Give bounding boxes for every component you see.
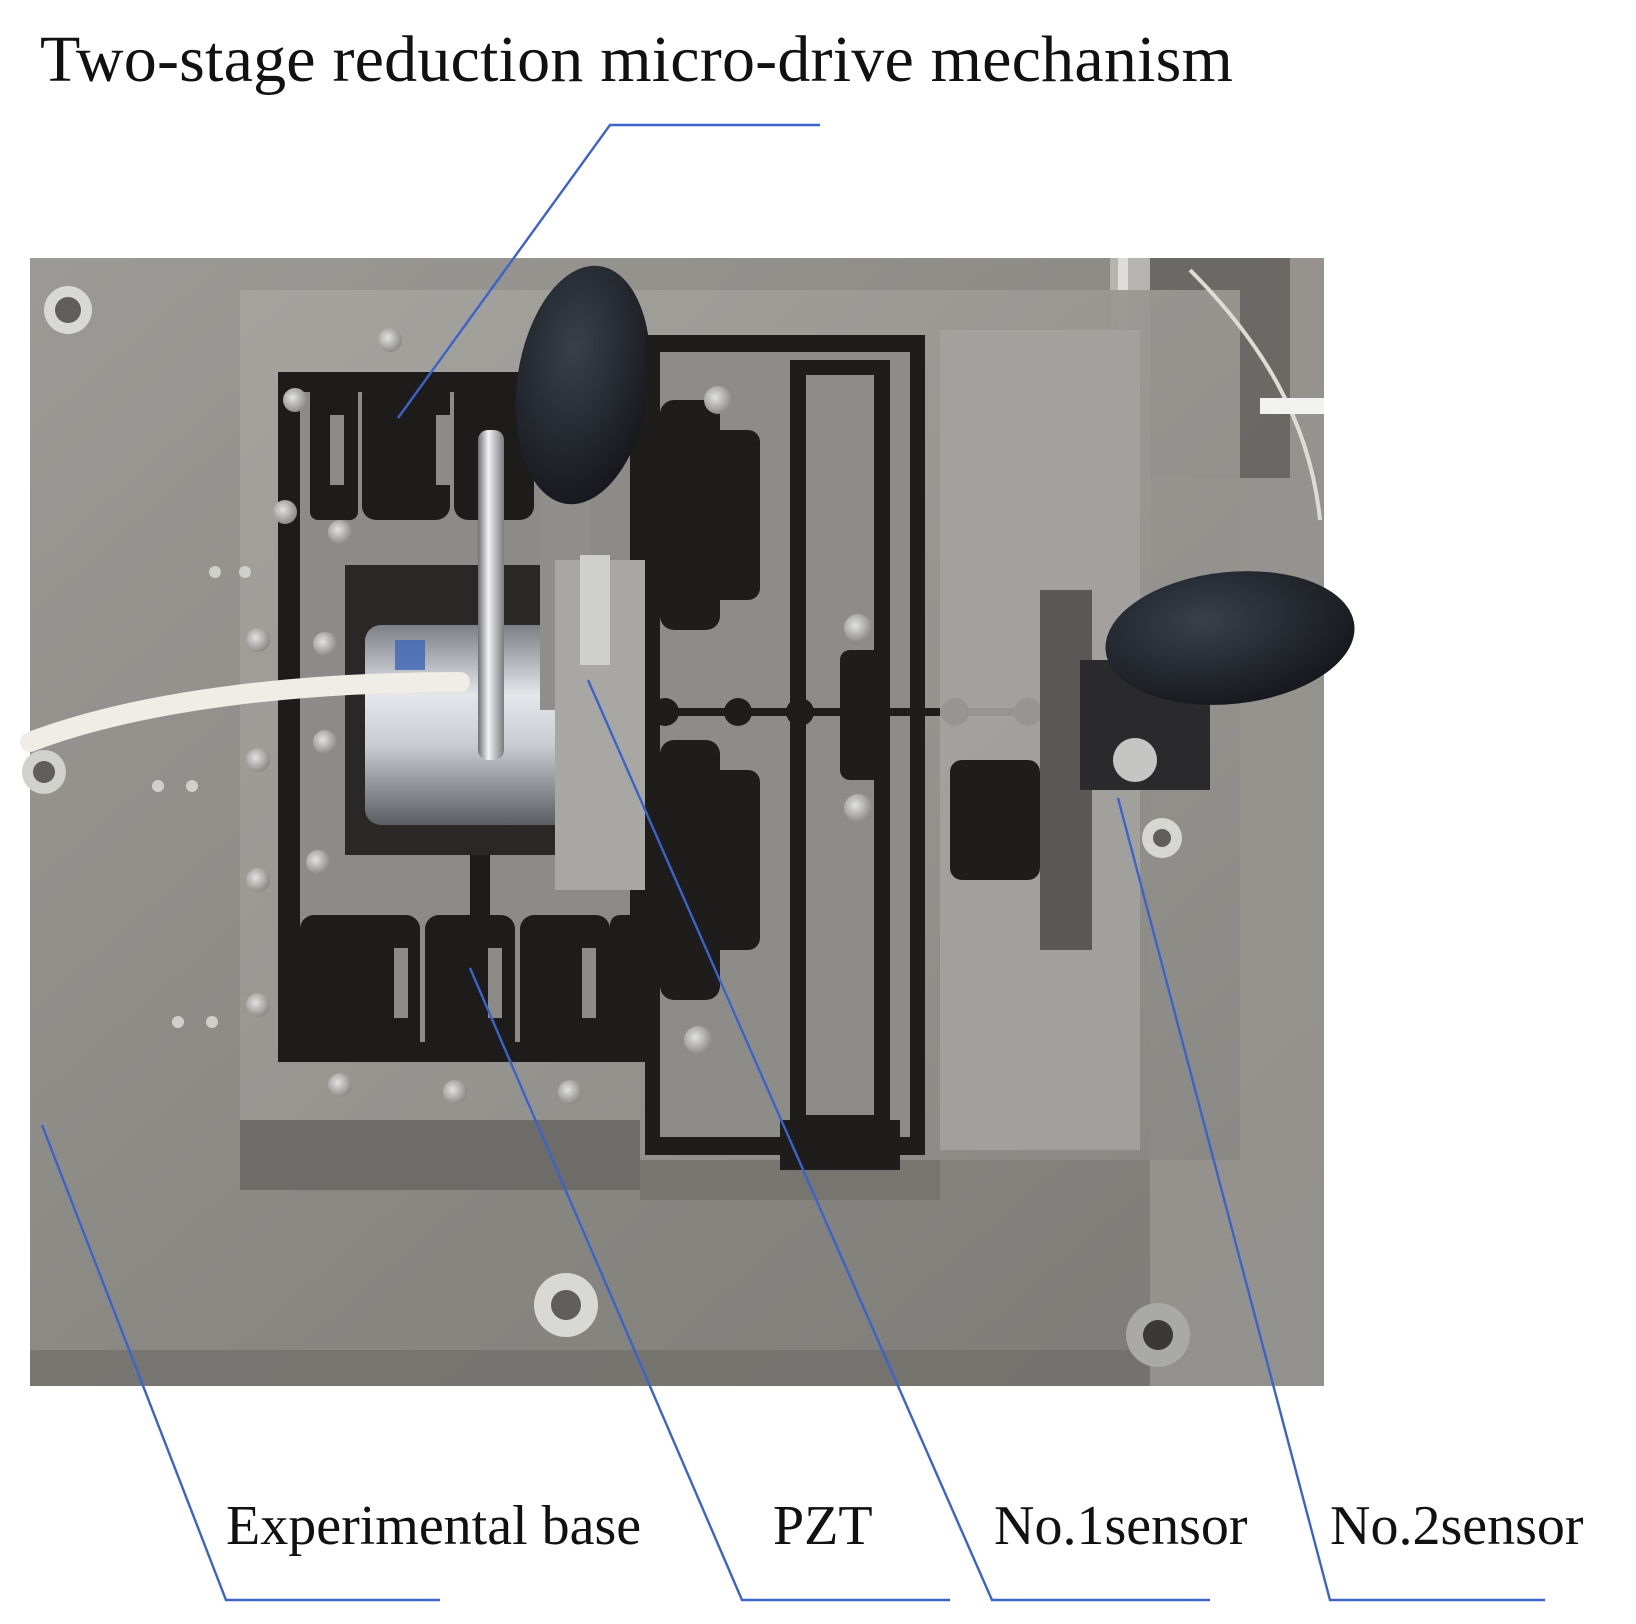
sensor2-knob: [1105, 571, 1355, 705]
label-sensor1: No.1sensor: [994, 1495, 1248, 1557]
label-pzt: PZT: [773, 1495, 873, 1557]
label-sensor2: No.2sensor: [1330, 1495, 1584, 1557]
pzt-cable: [20, 672, 470, 752]
label-experimental-base: Experimental base: [226, 1495, 642, 1557]
figure-title: Two-stage reduction micro-drive mechanis…: [40, 23, 1234, 96]
